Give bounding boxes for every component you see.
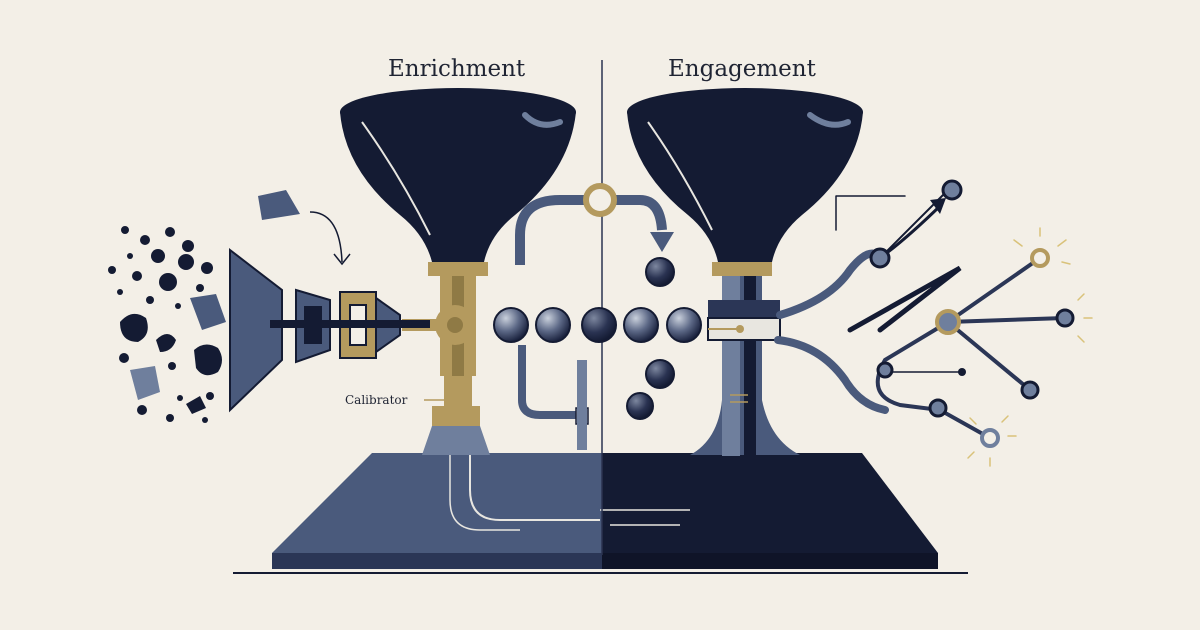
sphere-6 xyxy=(645,257,675,287)
input-arrow xyxy=(258,190,351,266)
return-pipe xyxy=(518,345,589,450)
filter-stages xyxy=(229,247,430,413)
engagement-title: Engagement xyxy=(668,56,816,82)
glow-rays xyxy=(967,227,1093,467)
sphere-4 xyxy=(623,307,659,343)
calibrator-label: Calibrator xyxy=(345,393,408,407)
left-funnel xyxy=(340,88,576,455)
sphere-7 xyxy=(645,359,675,389)
sphere-2 xyxy=(535,307,571,343)
sphere-8 xyxy=(626,392,654,420)
output-network xyxy=(774,189,1067,440)
sphere-3 xyxy=(581,307,617,343)
sphere-5 xyxy=(666,307,702,343)
enrichment-title: Enrichment xyxy=(388,56,526,82)
right-funnel xyxy=(627,88,863,456)
sphere-1 xyxy=(493,307,529,343)
bridge-pipe xyxy=(515,183,674,265)
sphere-row xyxy=(493,257,702,420)
network-nodes xyxy=(869,179,1075,448)
platform-base xyxy=(272,453,938,569)
raw-material-scatter xyxy=(108,226,226,423)
